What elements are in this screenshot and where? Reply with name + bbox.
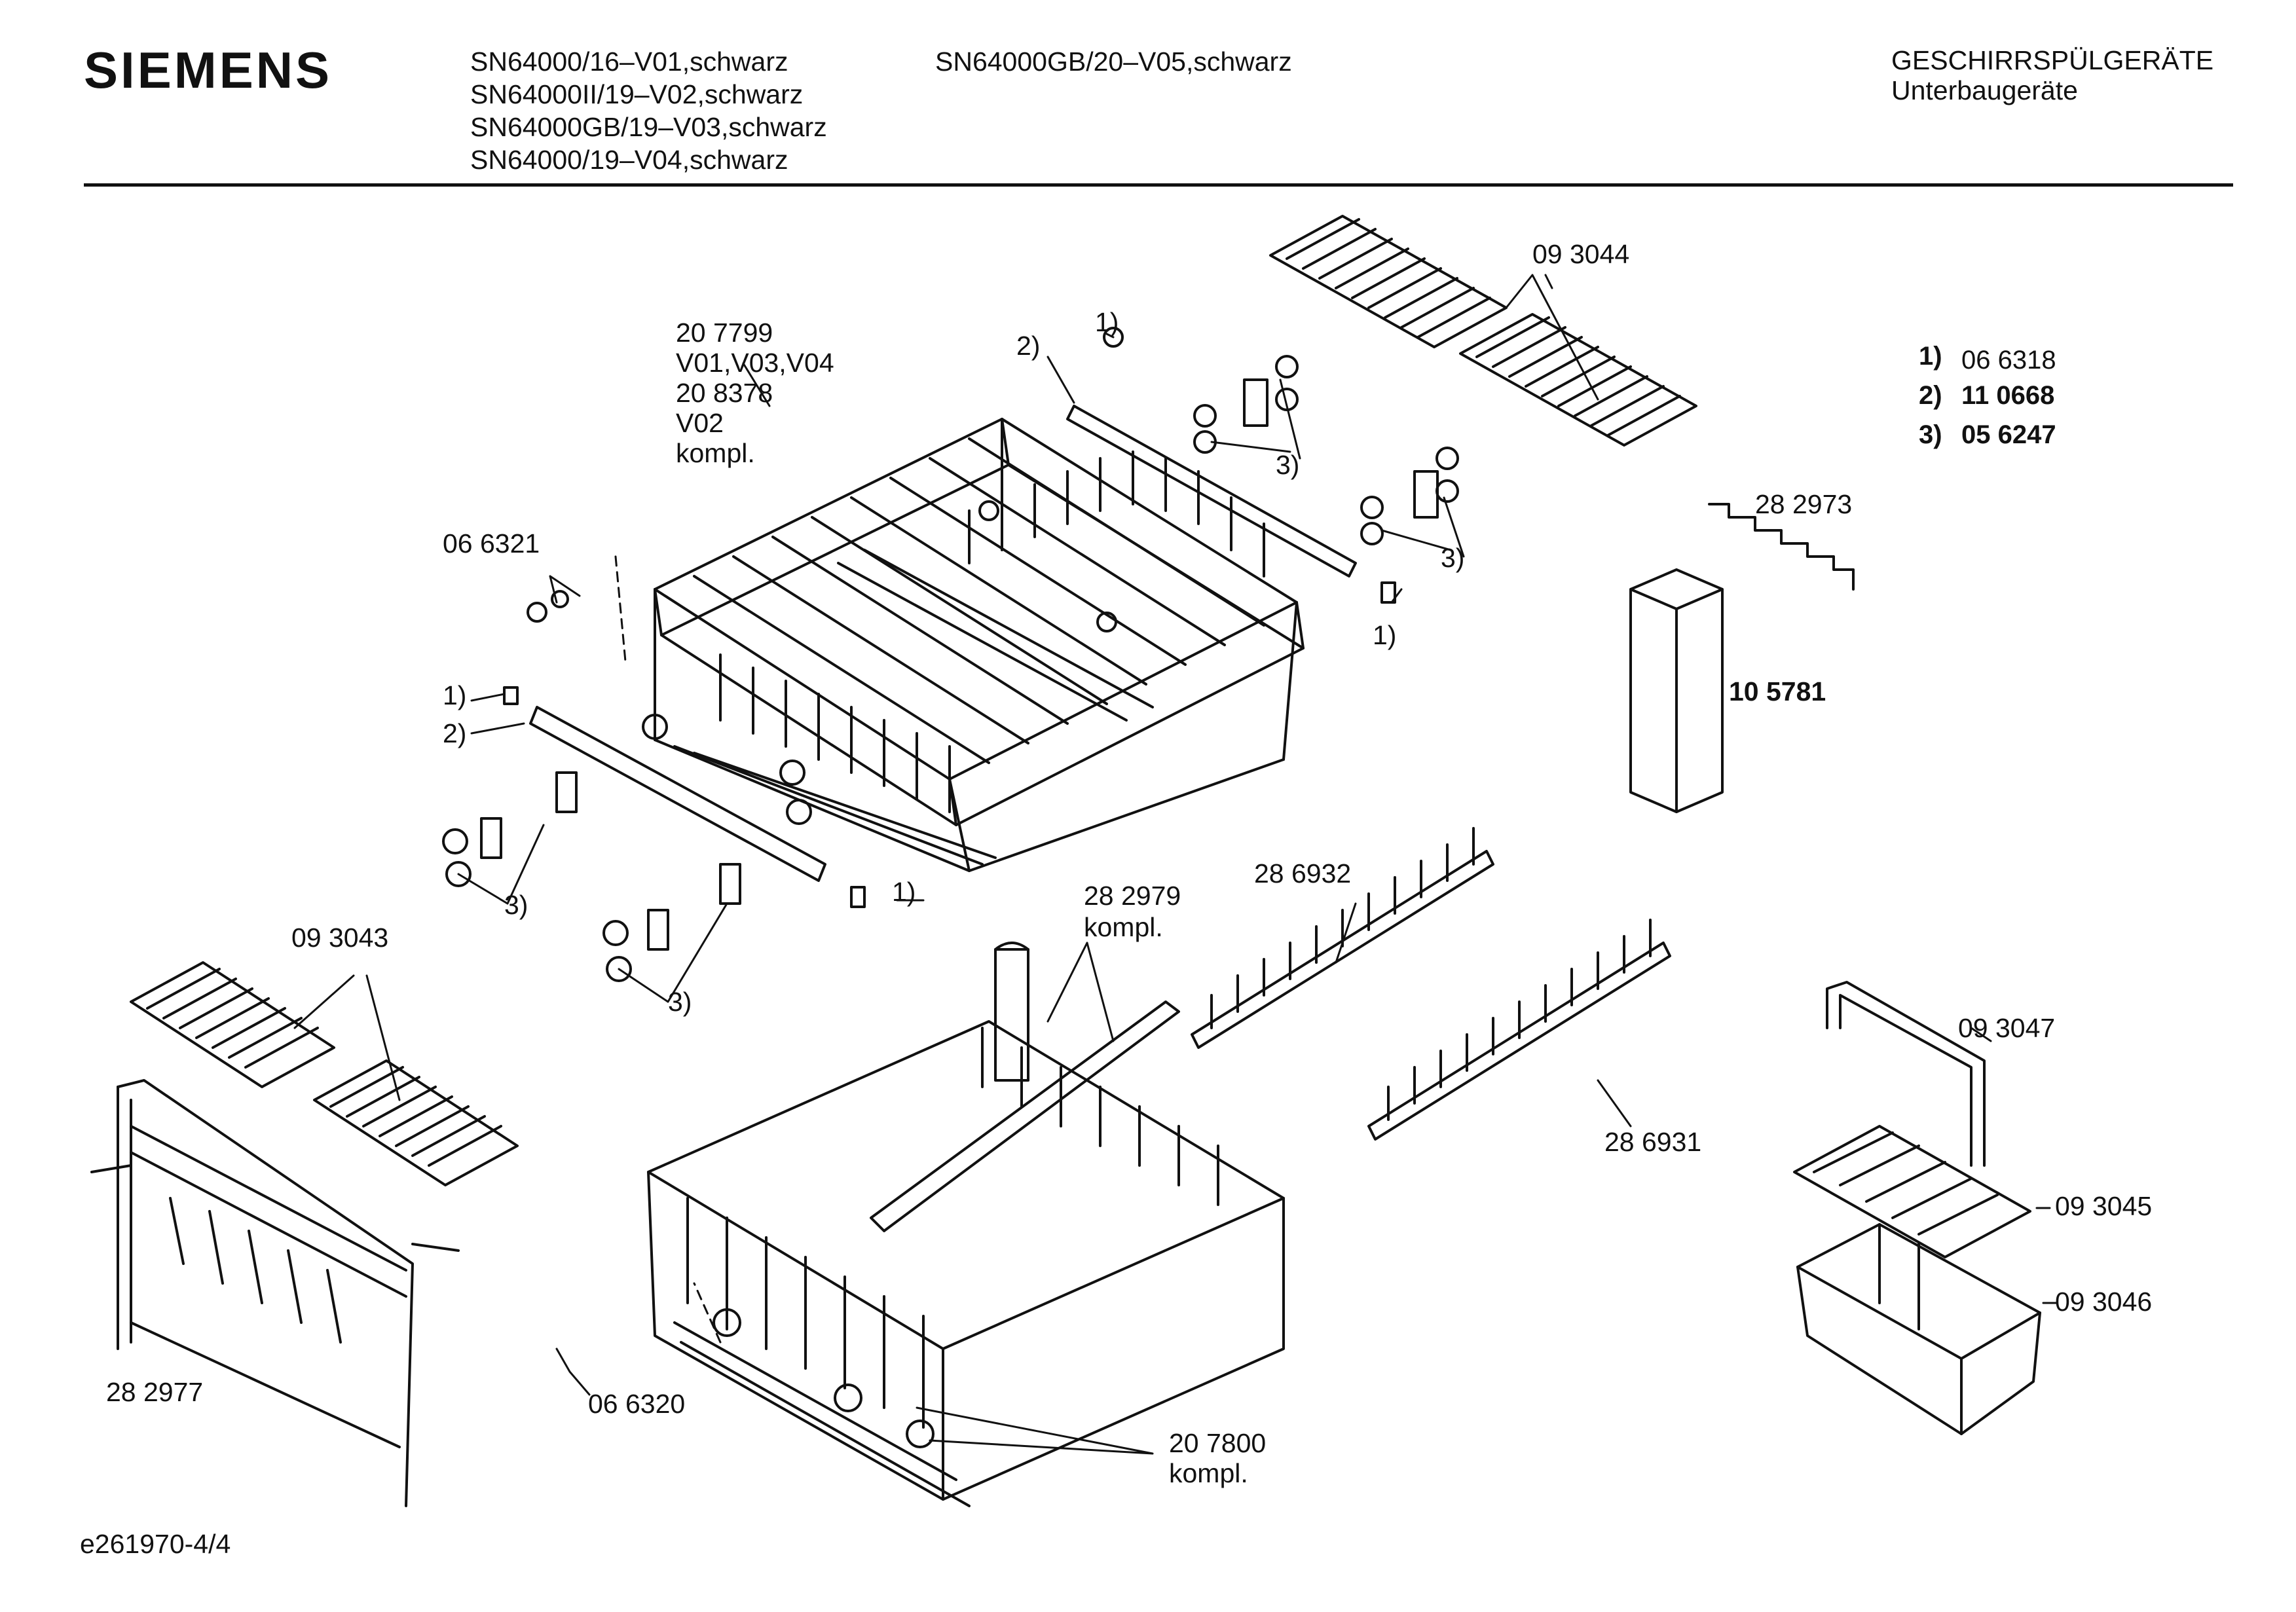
footnote-key: 2): [1919, 381, 1942, 410]
rack-093044: [1269, 215, 1697, 447]
ref-marker: 1): [443, 680, 467, 710]
part-label: 28 2979: [1084, 881, 1181, 911]
model-line: SN64000GB/20–V05,schwarz: [935, 46, 1292, 77]
part-label: 06 6320: [588, 1389, 686, 1419]
part-label: 28 2977: [106, 1377, 204, 1407]
drawing-id: e261970-4/4: [80, 1529, 231, 1559]
ref-marker: 1): [892, 877, 916, 907]
part-label: kompl.: [1084, 912, 1163, 942]
part-label: 09 3043: [291, 923, 389, 953]
part-label: 09 3045: [2055, 1191, 2153, 1221]
part-label: 20 7800: [1169, 1428, 1267, 1458]
part-label: kompl.: [1169, 1458, 1248, 1488]
upper-rail: [1066, 405, 1357, 577]
tine-racks: [1191, 827, 1671, 1141]
part-label: kompl.: [676, 438, 755, 468]
part-282973: [1708, 503, 1855, 591]
part-label: 28 6932: [1254, 858, 1352, 888]
part-label: 09 3044: [1532, 239, 1630, 269]
front-rail: [529, 706, 826, 882]
model-line: SN64000II/19–V02,schwarz: [470, 79, 804, 109]
fittings: [442, 327, 1459, 982]
lower-basket: [647, 1020, 1285, 1507]
part-label: 28 2973: [1755, 489, 1853, 519]
category-title: GESCHIRRSPÜLGERÄTE: [1891, 45, 2214, 75]
model-line: SN64000GB/19–V03,schwarz: [470, 112, 827, 142]
footnote-part: 11 0668: [1961, 381, 2055, 410]
footnote-part: 05 6247: [1961, 420, 2056, 449]
ref-marker: 3): [1441, 543, 1465, 573]
model-line: SN64000/16–V01,schwarz: [470, 46, 788, 77]
footnote-key: 3): [1919, 420, 1942, 449]
upper-basket: [642, 418, 1305, 872]
part-105781: [1629, 568, 1724, 813]
cutlery-basket-set: [1793, 981, 2041, 1435]
ref-marker: 1): [1373, 620, 1397, 650]
part-label: 09 3046: [2055, 1287, 2153, 1317]
frame-282977: [90, 1079, 460, 1507]
header-rule: [84, 183, 2233, 187]
part-label: 09 3047: [1958, 1013, 2056, 1043]
ref-marker: 2): [1016, 331, 1041, 361]
ref-marker: 3): [1276, 450, 1300, 480]
brand-logo: SIEMENS: [84, 41, 333, 99]
part-label: V01,V03,V04: [676, 348, 834, 378]
ref-marker: 2): [443, 718, 467, 748]
ref-marker: 3): [668, 987, 692, 1017]
ref-marker: 1): [1095, 307, 1119, 337]
part-label: 28 6931: [1604, 1127, 1702, 1157]
model-line: SN64000/19–V04,schwarz: [470, 145, 788, 175]
footnote-key: 1): [1919, 342, 1942, 371]
part-label: V02: [676, 408, 724, 438]
footnote-part: 06 6318: [1961, 346, 2056, 375]
part-label: 20 8378: [676, 378, 773, 408]
rack-093043: [130, 961, 519, 1186]
part-label: 06 6321: [443, 528, 540, 559]
part-label: 20 7799: [676, 318, 773, 348]
subcategory-title: Unterbaugeräte: [1891, 75, 2078, 105]
leader-lines: [293, 274, 2058, 1455]
ref-marker: 3): [504, 890, 528, 920]
spray-arm-282979: [870, 942, 1180, 1232]
part-label: 10 5781: [1729, 676, 1826, 706]
